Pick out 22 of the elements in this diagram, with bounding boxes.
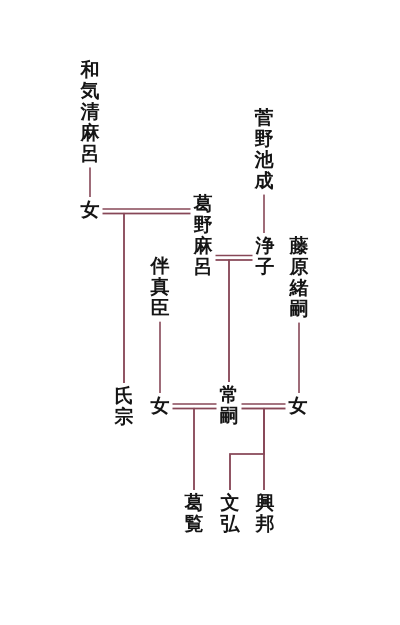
descent-line	[159, 322, 161, 393]
descent-line	[263, 408, 286, 490]
person-name: 女	[150, 396, 170, 417]
person-name: 葛覧	[184, 493, 204, 535]
person-name: 和気清麻呂	[80, 60, 100, 164]
person-name: 文弘	[220, 493, 240, 535]
person-name: 葛野麻呂	[194, 194, 212, 278]
descent-line	[123, 212, 190, 383]
descent-line	[228, 259, 252, 382]
person-name: 興邦	[256, 493, 274, 535]
descent-line	[298, 322, 300, 393]
person-name: 浄子	[256, 236, 274, 278]
descent-line	[89, 167, 91, 197]
descent-line	[193, 408, 216, 490]
person-name: 常嗣	[220, 385, 238, 427]
person-name: 伴真臣	[150, 256, 170, 319]
person-name: 氏宗	[114, 386, 134, 428]
descent-line	[263, 194, 265, 233]
person-name: 菅野池成	[254, 108, 274, 192]
person-name: 女	[288, 396, 308, 417]
person-name: 女	[80, 200, 100, 221]
person-name: 藤原緒嗣	[290, 236, 308, 320]
